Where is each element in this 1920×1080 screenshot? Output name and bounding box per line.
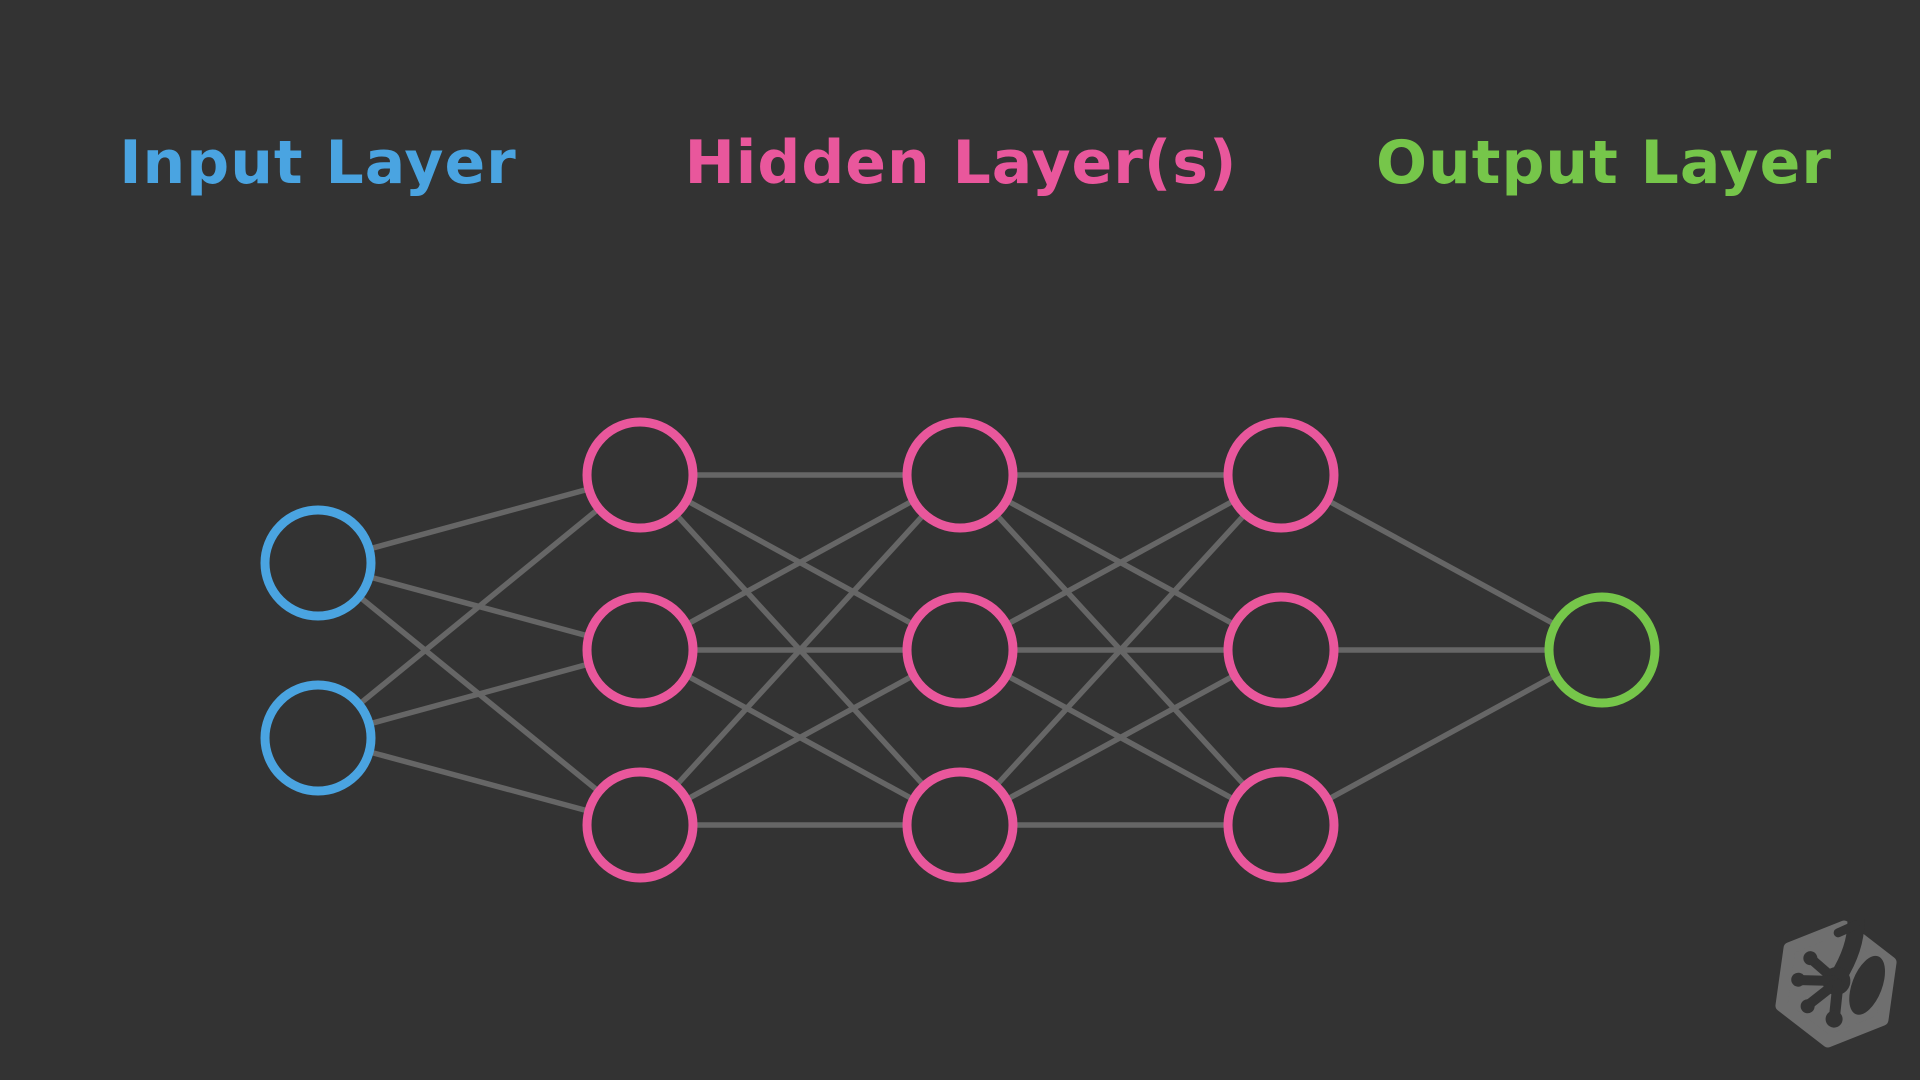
- hidden-layer-label: Hidden Layer(s): [684, 128, 1238, 198]
- edge: [1279, 472, 1604, 653]
- edge: [957, 473, 1284, 827]
- edge: [638, 472, 962, 653]
- edge: [958, 472, 1283, 653]
- frog-footprint-icon: [1791, 918, 1885, 1028]
- edge: [1279, 647, 1604, 828]
- hidden-layer-1-node: [582, 767, 698, 883]
- hidden-layer-3-node: [1223, 592, 1339, 708]
- output-layer-node: [1544, 592, 1660, 708]
- edge: [638, 647, 962, 828]
- hidden-layer-2-node: [902, 592, 1018, 708]
- hexagon-frog-logo-group: [1775, 918, 1897, 1048]
- hidden-layer-3-node: [1223, 767, 1339, 883]
- hidden-layer-1-node: [582, 592, 698, 708]
- edge: [637, 473, 963, 827]
- brand-logo: [1775, 918, 1897, 1048]
- hidden-layer-2-node: [902, 767, 1018, 883]
- input-layer-label: Input Layer: [119, 128, 517, 198]
- edge: [958, 647, 1283, 828]
- input-layer-node: [260, 505, 376, 621]
- input-layer-node: [260, 680, 376, 796]
- edge: [316, 472, 642, 741]
- hidden-layer-2-node: [902, 417, 1018, 533]
- output-layer-label: Output Layer: [1376, 128, 1832, 198]
- hidden-layer-3-node: [1223, 417, 1339, 533]
- hidden-layer-1-node: [582, 417, 698, 533]
